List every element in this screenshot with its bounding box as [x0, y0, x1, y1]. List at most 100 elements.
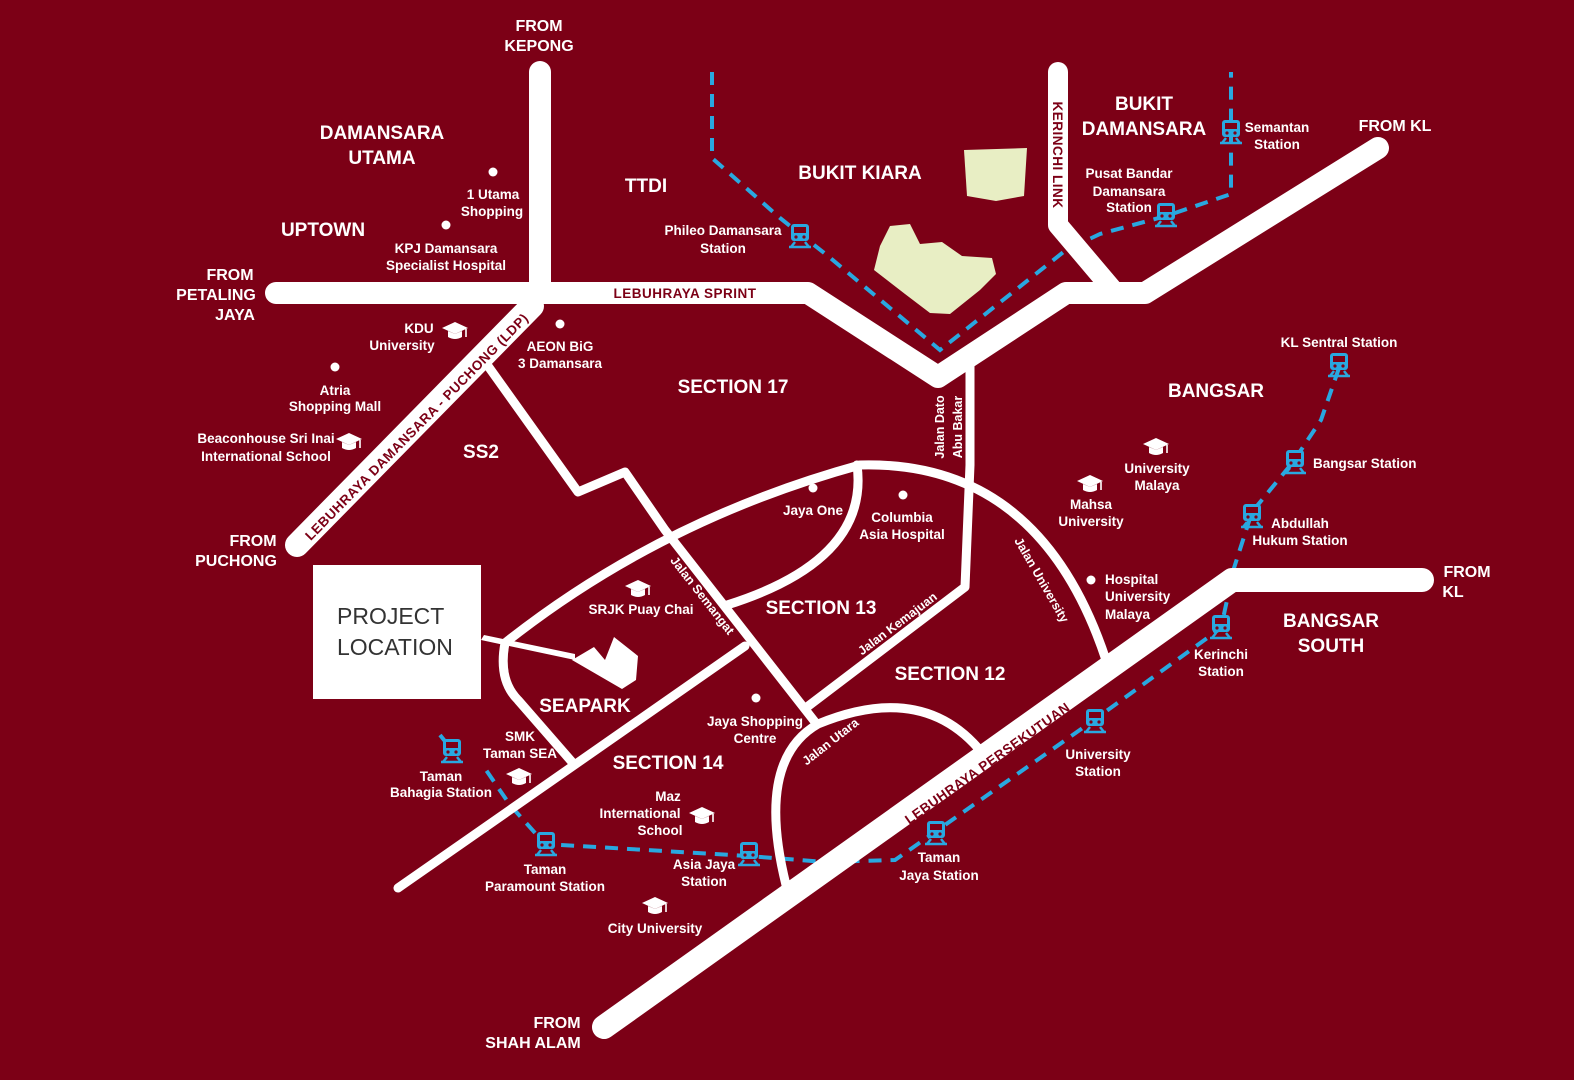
- road-label-university: Jalan University: [1011, 535, 1071, 625]
- road-label-dato-1: Jalan Dato: [933, 395, 947, 459]
- rail-line-mrt: [710, 72, 1233, 353]
- area-damansara-utama-1: DAMANSARA: [320, 123, 445, 144]
- area-section-14: SECTION 14: [613, 753, 724, 774]
- label-jaya-sc-1: Jaya Shopping: [707, 714, 803, 729]
- from-shah-alam-1: FROM: [533, 1015, 580, 1032]
- area-damansara-utama-2: UTAMA: [348, 148, 415, 169]
- label-atria-1: Atria: [320, 383, 351, 398]
- graduation-cap-icon: [505, 767, 533, 786]
- graduation-cap-icon: [641, 896, 669, 915]
- label-beacon-1: Beaconhouse Sri Inai: [197, 431, 334, 446]
- park-bukit-kiara: [874, 224, 996, 314]
- label-city-uni: City University: [608, 921, 703, 936]
- area-ss2: SS2: [463, 442, 499, 463]
- station-label-university-1: University: [1065, 747, 1131, 762]
- road-section-13-arc: [500, 460, 1111, 665]
- poi-dot-1-utama: [488, 167, 498, 177]
- label-smk-1: SMK: [505, 729, 535, 744]
- station-label-kl-sentral: KL Sentral Station: [1281, 335, 1398, 350]
- road-lebuhraya-sprint: [265, 137, 1389, 388]
- from-shah-alam-2: SHAH ALAM: [485, 1035, 580, 1052]
- station-label-bangsar: Bangsar Station: [1313, 456, 1417, 471]
- area-section-17: SECTION 17: [678, 377, 789, 398]
- label-jaya-sc-2: Centre: [734, 731, 777, 746]
- rail-line-lrt: [484, 367, 1341, 865]
- station-label-phileo-1: Phileo Damansara: [664, 223, 782, 238]
- station-label-taman-jaya-2: Jaya Station: [899, 868, 979, 883]
- from-kl-top: FROM KL: [1359, 118, 1432, 135]
- label-atria-2: Shopping Mall: [289, 399, 381, 414]
- road-label-kerinchi: KERINCHI LINK: [1050, 102, 1065, 209]
- station-label-semantan-2: Station: [1254, 137, 1300, 152]
- train-icon: [923, 819, 949, 846]
- label-maz-1: Maz: [655, 789, 681, 804]
- station-label-bahagia-1: Taman: [420, 769, 463, 784]
- train-icon: [1082, 707, 1108, 734]
- road-label-semangat: Jalan Semangat: [667, 554, 737, 638]
- area-ttdi: TTDI: [625, 176, 667, 197]
- from-pj-2: PETALING: [176, 287, 256, 304]
- train-icon: [439, 737, 465, 764]
- station-label-abdullah-2: Hukum Station: [1252, 533, 1347, 548]
- label-um-1: University: [1124, 461, 1190, 476]
- station-label-abdullah-1: Abdullah: [1271, 516, 1329, 531]
- label-jaya-one: Jaya One: [783, 503, 844, 518]
- road-jaya-one-curve: [722, 460, 863, 610]
- label-columbia-2: Asia Hospital: [859, 527, 945, 542]
- station-label-bahagia-2: Bahagia Station: [390, 785, 492, 800]
- area-bukit-kiara: BUKIT KIARA: [798, 163, 922, 184]
- road-semangat: [483, 361, 820, 727]
- label-srjk: SRJK Puay Chai: [588, 602, 693, 617]
- road-kerinchi-link: [1048, 62, 1123, 300]
- from-kl-right-1: FROM: [1443, 564, 1490, 581]
- train-icon: [787, 222, 813, 249]
- from-puchong-2: PUCHONG: [195, 553, 277, 570]
- road-label-persekutuan: LEBUHRAYA PERSEKUTUAN: [902, 700, 1073, 828]
- graduation-cap-icon: [624, 579, 652, 598]
- road-utara: [771, 703, 983, 890]
- area-bukit-damansara-2: DAMANSARA: [1082, 119, 1207, 140]
- train-icon: [1153, 201, 1179, 228]
- area-section-12: SECTION 12: [895, 664, 1006, 685]
- label-kdu-2: University: [369, 338, 435, 353]
- road-seapark: [498, 638, 577, 767]
- from-pj-1: FROM: [206, 267, 253, 284]
- poi-dot-columbia: [898, 490, 908, 500]
- label-hum-2: University: [1105, 589, 1171, 604]
- station-label-pusat-2: Damansara: [1093, 184, 1166, 199]
- label-um-2: Malaya: [1134, 478, 1180, 493]
- area-bangsar: BANGSAR: [1168, 381, 1264, 402]
- project-location-line-1: PROJECT: [337, 603, 445, 629]
- poi-dot-hum: [1086, 575, 1096, 585]
- road-label-sprint: LEBUHRAYA SPRINT: [613, 286, 756, 301]
- area-bangsar-south-2: SOUTH: [1298, 636, 1365, 657]
- label-columbia-1: Columbia: [871, 510, 933, 525]
- road-section-14: [393, 641, 750, 893]
- label-aeon-2: 3 Damansara: [518, 356, 603, 371]
- from-kl-right-2: KL: [1442, 584, 1464, 601]
- from-puchong-1: FROM: [229, 533, 276, 550]
- label-mahsa-1: Mahsa: [1070, 497, 1113, 512]
- station-label-paramount-1: Taman: [524, 862, 567, 877]
- graduation-cap-icon: [441, 321, 469, 340]
- road-persekutuan: [592, 568, 1434, 1039]
- label-maz-2: International: [599, 806, 680, 821]
- park-bukit-kiara-north: [964, 148, 1027, 201]
- station-label-paramount-2: Paramount Station: [485, 879, 605, 894]
- project-location-line-2: LOCATION: [337, 634, 453, 660]
- label-beacon-2: International School: [201, 449, 331, 464]
- area-uptown: UPTOWN: [281, 220, 365, 241]
- pointer-project: [481, 635, 575, 660]
- label-kpj-2: Specialist Hospital: [386, 258, 506, 273]
- road-dato-abu-bakar: [802, 361, 975, 712]
- from-pj-3: JAYA: [215, 307, 255, 324]
- road-label-dato-2: Abu Bakar: [951, 396, 965, 459]
- poi-dot-jaya-sc: [751, 693, 761, 703]
- station-label-pusat-1: Pusat Bandar: [1085, 166, 1173, 181]
- label-hum-3: Malaya: [1105, 607, 1151, 622]
- label-kdu-1: KDU: [404, 321, 433, 336]
- graduation-cap-icon: [1142, 437, 1170, 456]
- station-label-semantan-1: Semantan: [1245, 120, 1310, 135]
- label-aeon-1: AEON BiG: [527, 339, 594, 354]
